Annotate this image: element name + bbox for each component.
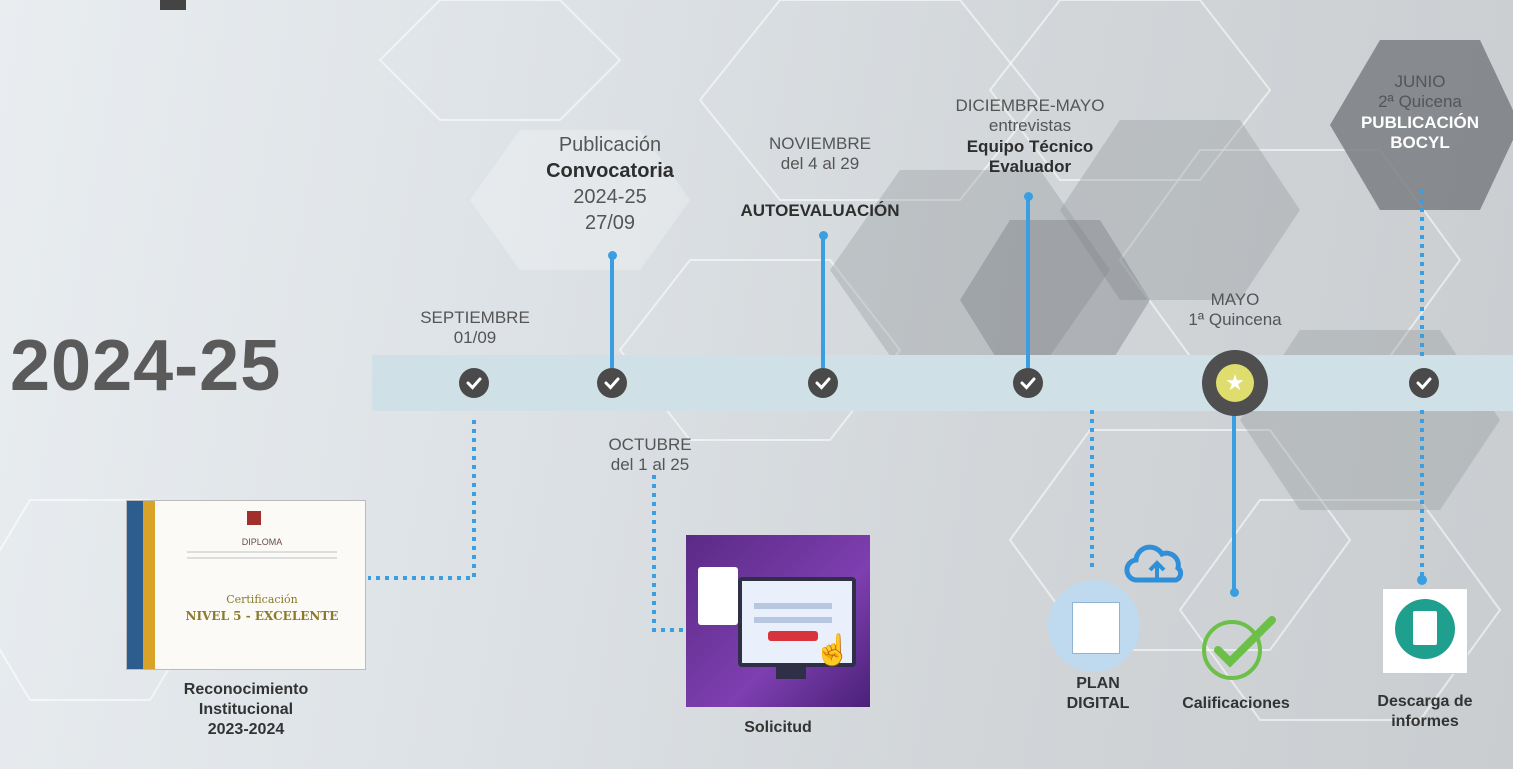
diploma-line-a: Certificación xyxy=(226,593,298,606)
diploma-line xyxy=(187,557,337,559)
check-icon xyxy=(1409,368,1439,398)
document-icon xyxy=(1072,602,1120,654)
plan-digital-image xyxy=(1048,580,1140,672)
caption-plan-digital: PLAN DIGITAL xyxy=(1066,675,1130,712)
connector-dot xyxy=(608,251,617,260)
report-sheet xyxy=(1413,611,1437,645)
descarga-image xyxy=(1382,588,1468,674)
label-junio: JUNIO 2ª Quicena PUBLICACIÓN BOCYL xyxy=(1360,72,1480,153)
label-octubre: OCTUBRE del 1 al 25 xyxy=(608,435,692,475)
check-icon xyxy=(597,368,627,398)
document-icon xyxy=(698,567,738,625)
connector-publicacion xyxy=(610,256,614,368)
submit-icon xyxy=(768,631,818,641)
connector-calificaciones xyxy=(1232,410,1236,592)
star-icon: ★ xyxy=(1216,364,1254,402)
caption-reconocimiento: Reconocimiento Institucional 2023-2024 xyxy=(183,681,309,738)
caption-solicitud: Solicitud xyxy=(744,719,812,736)
diploma-stripe xyxy=(143,501,155,669)
cloud-upload-icon xyxy=(1124,544,1184,583)
seal-icon xyxy=(247,511,261,525)
label-noviembre: NOVIEMBRE del 4 al 29 AUTOEVALUACIÓN xyxy=(740,134,900,220)
connector-dot xyxy=(1024,192,1033,201)
diploma-line xyxy=(187,551,337,553)
report-document-icon xyxy=(1395,599,1455,659)
connector-dot xyxy=(819,231,828,240)
label-mayo: MAYO 1ª Quincena xyxy=(1188,290,1282,330)
cursor-hand-icon: ☝ xyxy=(814,634,852,667)
label-publicacion: Publicación Convocatoria 2024-25 27/09 xyxy=(546,134,674,234)
check-icon xyxy=(459,368,489,398)
form-line xyxy=(754,617,832,623)
check-icon xyxy=(808,368,838,398)
form-line xyxy=(754,603,832,609)
diploma-line-b: NIVEL 5 - EXCELENTE xyxy=(185,609,339,623)
label-diciembre: DICIEMBRE-MAYO entrevistas Equipo Técnic… xyxy=(955,96,1105,177)
connector-diciembre xyxy=(1026,197,1030,368)
caption-calificaciones: Calificaciones xyxy=(1182,695,1290,712)
diploma-stripe xyxy=(127,501,143,669)
caption-descarga: Descarga de informes xyxy=(1377,693,1473,730)
solicitud-image: ☝ xyxy=(686,535,870,707)
label-septiembre: SEPTIEMBRE 01/09 xyxy=(420,308,530,348)
checkmark-circle-icon xyxy=(1202,616,1276,680)
connector-dot xyxy=(1230,588,1239,597)
check-icon xyxy=(1013,368,1043,398)
diploma-image: DIPLOMA Certificación NIVEL 5 - EXCELENT… xyxy=(126,500,366,670)
timeline-band xyxy=(372,355,1513,411)
year-title: 2024-25 xyxy=(10,326,282,406)
monitor-stand xyxy=(776,665,806,679)
connector-noviembre xyxy=(821,236,825,368)
diploma-title: DIPLOMA xyxy=(241,537,283,547)
